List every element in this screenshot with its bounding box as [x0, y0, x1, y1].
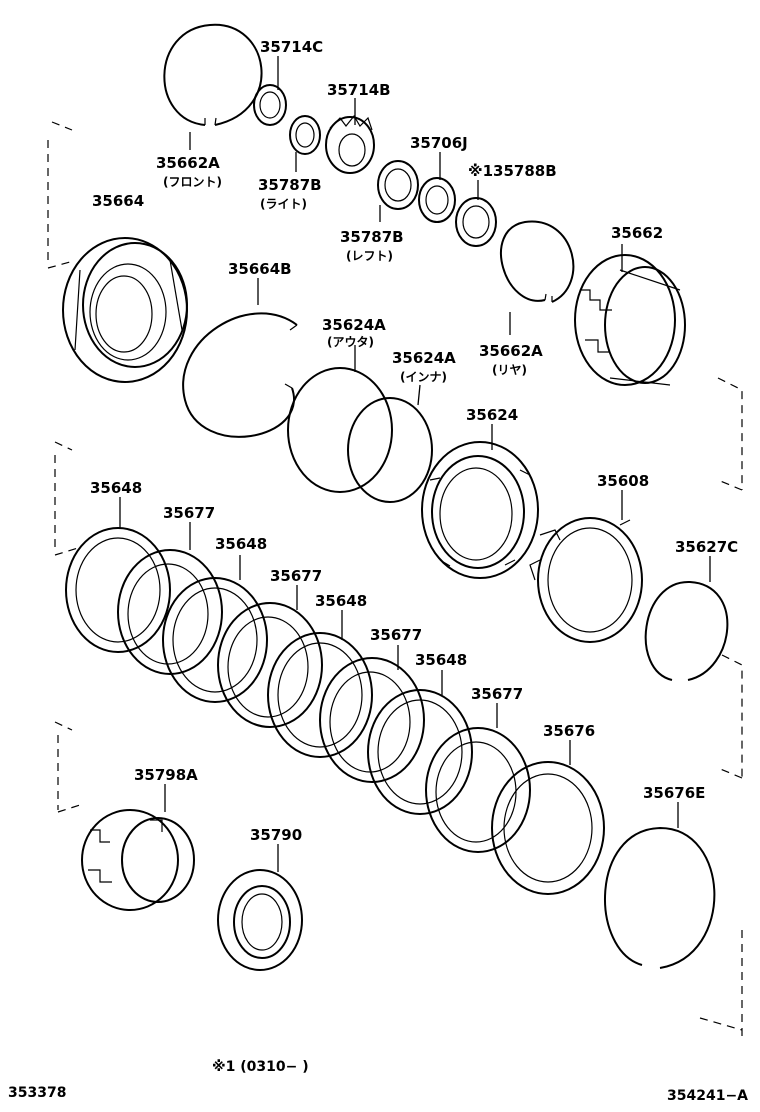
label-35798A: 35798A — [134, 766, 198, 784]
label-35664: 35664 — [92, 192, 144, 210]
drawing-code-left: 353378 — [8, 1085, 66, 1101]
label-35662A-rear-note: (リヤ) — [492, 363, 527, 377]
label-35627C: 35627C — [675, 538, 738, 556]
label-35676E: 35676E — [643, 784, 705, 802]
label-35676: 35676 — [543, 722, 595, 740]
label-35790: 35790 — [250, 826, 302, 844]
piston-35624 — [421, 441, 539, 579]
spring-retainer-35608 — [529, 517, 643, 643]
clutch-disc-35677-2 — [217, 602, 323, 728]
clutch-disc-35677-4 — [425, 727, 531, 853]
seal-ring-35624A-inner — [347, 397, 433, 503]
snap-ring-35676E — [604, 826, 716, 969]
snap-ring-35664B — [182, 312, 298, 438]
clutch-plate-35648-3 — [267, 632, 373, 758]
label-35787B-right-note: (ライト) — [260, 197, 307, 211]
label-35662A-front-note: (フロント) — [163, 175, 222, 189]
label-35714C: 35714C — [260, 38, 323, 56]
label-35624: 35624 — [466, 406, 518, 424]
footer: ※1 (0310− ) 353378 354241−A — [8, 1059, 748, 1104]
one-way-clutch-35714B — [325, 114, 375, 174]
label-35787B-left-note: (レフト) — [346, 249, 393, 263]
label-35664B: 35664B — [228, 260, 292, 278]
clutch-plate-35648-1 — [65, 527, 171, 653]
clutch-drum-35662 — [574, 254, 686, 386]
seal-ring-35624A-outer — [287, 367, 393, 493]
clutch-drum-35664 — [62, 237, 188, 383]
race-35787B-left — [377, 160, 419, 210]
label-35648-3: 35648 — [315, 592, 367, 610]
label-35677-4: 35677 — [471, 685, 523, 703]
snap-ring-35662A-front — [163, 23, 263, 126]
clutch-plate-35648-2 — [162, 577, 268, 703]
label-35662: 35662 — [611, 224, 663, 242]
race-35787B-right — [289, 115, 321, 155]
label-35662A-front: 35662A — [156, 154, 220, 172]
label-35648-4: 35648 — [415, 651, 467, 669]
label-35787B-left: 35787B — [340, 228, 404, 246]
race-35714C — [253, 84, 287, 126]
label-35662A-rear: 35662A — [479, 342, 543, 360]
assembly-guide-lines — [47, 121, 743, 1040]
label-35624A-inner: 35624A — [392, 349, 456, 367]
label-35648-1: 35648 — [90, 479, 142, 497]
clutch-disc-35677-3 — [319, 657, 425, 783]
label-35677-3: 35677 — [370, 626, 422, 644]
label-35706J: 35706J — [410, 134, 468, 152]
label-35624A-inner-note: (インナ) — [400, 370, 447, 384]
label-35714B: 35714B — [327, 81, 391, 99]
label-35787B-right: 35787B — [258, 176, 322, 194]
snap-ring-35662A-rear — [500, 220, 575, 303]
leader-lines — [119, 56, 711, 872]
snap-ring-35627C — [644, 580, 729, 681]
label-35788B: ※135788B — [468, 162, 557, 180]
label-35677-1: 35677 — [163, 504, 215, 522]
label-35648-2: 35648 — [215, 535, 267, 553]
hub-35790 — [217, 869, 303, 971]
part-labels: 35714C 35714B 35662A (フロント) 35787B (ライト)… — [90, 38, 738, 844]
label-35624A-outer-note: (アウタ) — [327, 335, 374, 349]
label-35608: 35608 — [597, 472, 649, 490]
drawing-code-right: 354241−A — [667, 1088, 748, 1104]
clutch-disc-35677-1 — [117, 549, 223, 675]
flange-35676 — [491, 761, 605, 895]
label-35677-2: 35677 — [270, 567, 322, 585]
label-35624A-outer: 35624A — [322, 316, 386, 334]
clutch-plate-35648-4 — [367, 689, 473, 815]
bearing-35706J — [418, 177, 456, 223]
footnote: ※1 (0310− ) — [212, 1059, 309, 1075]
race-35788B — [455, 197, 497, 247]
clutch-hub-35798A — [81, 809, 195, 911]
